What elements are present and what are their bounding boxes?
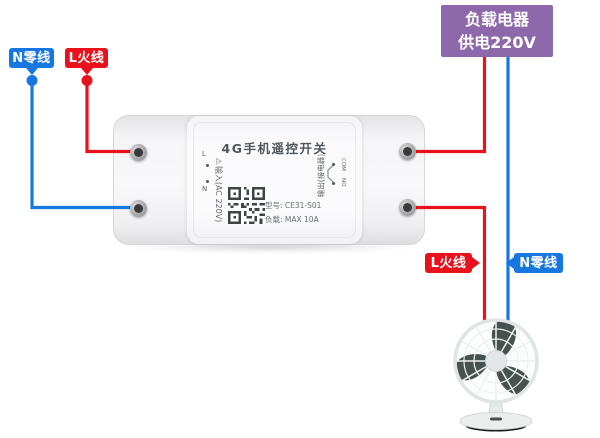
fan-base bbox=[459, 412, 533, 430]
terminal-label-n: N bbox=[202, 185, 208, 193]
load-box-line2: 供电220V bbox=[458, 33, 536, 52]
relay-contact-icon bbox=[327, 163, 336, 185]
terminal-dot-n bbox=[205, 179, 209, 183]
terminal-label-no: NO bbox=[340, 178, 346, 187]
input-screw-l bbox=[130, 143, 147, 161]
smart-switch-device: 4G手机遥控开关 ⚠ 输入(AC 220V) L N bbox=[113, 115, 425, 245]
device-max-load: 负载: MAX 10A bbox=[265, 215, 319, 224]
fan-cage-ring bbox=[453, 318, 539, 404]
device-shadow bbox=[122, 242, 418, 252]
qr-code bbox=[228, 187, 265, 224]
output-screw-com bbox=[399, 143, 416, 160]
terminal-dot-no bbox=[331, 181, 335, 185]
input-screw-n bbox=[130, 199, 147, 217]
terminal-label-l: L bbox=[202, 150, 206, 158]
live-wire-badge-top: L火线 bbox=[65, 48, 108, 75]
load-appliance-box: 负载电器 供电220V bbox=[441, 5, 553, 57]
fan-base-buttons bbox=[490, 417, 502, 421]
terminal-dot-com bbox=[331, 162, 335, 166]
neutral-wire-badge-top: N零线 bbox=[9, 48, 54, 75]
device-title: 4G手机遥控开关 bbox=[221, 141, 328, 156]
device-model: 型号: CE31-S01 bbox=[265, 201, 322, 210]
neutral-wire-badge-bottom: N零线 bbox=[506, 253, 563, 273]
live-wire-dot bbox=[81, 75, 93, 86]
fan-hub bbox=[485, 350, 507, 372]
fan-grille bbox=[456, 321, 536, 401]
live-wire-badge-bottom: L火线 bbox=[425, 253, 480, 273]
input-rating-text: 输入(AC 220V) bbox=[214, 165, 224, 223]
input-rating-label: ⚠ 输入(AC 220V) bbox=[213, 145, 225, 235]
warning-icon: ⚠ bbox=[214, 157, 224, 165]
terminal-dot-l bbox=[205, 163, 209, 167]
load-box-line1: 负载电器 bbox=[464, 9, 529, 29]
neutral-wire-dot bbox=[26, 75, 38, 86]
output-screw-no bbox=[399, 199, 416, 216]
device-label-panel: 4G手机遥控开关 ⚠ 输入(AC 220V) L N bbox=[187, 116, 362, 244]
panel-inner-border bbox=[193, 122, 356, 238]
table-fan bbox=[453, 318, 539, 432]
terminal-label-com: COM bbox=[340, 158, 346, 171]
